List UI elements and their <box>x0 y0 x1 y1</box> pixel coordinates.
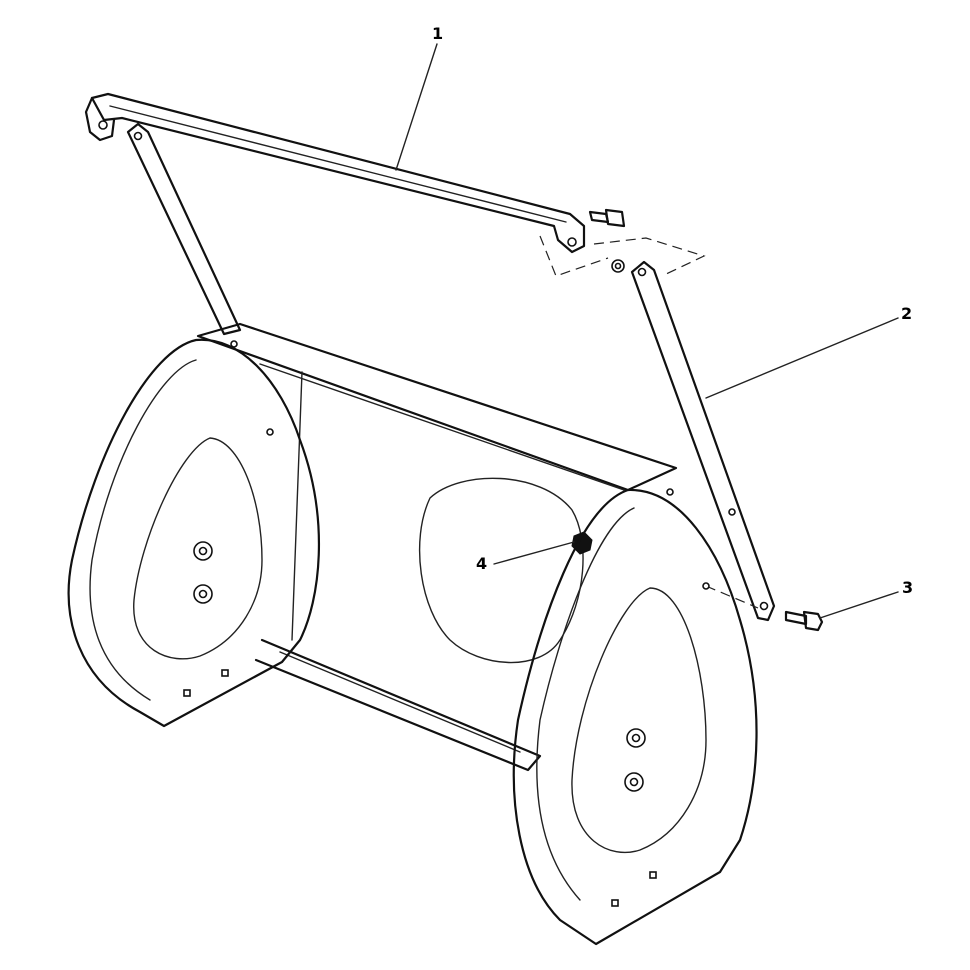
housing-frame <box>196 322 678 772</box>
callout-1: 1 <box>432 24 444 43</box>
left-side-plate <box>67 338 321 728</box>
leader-lines <box>395 43 899 619</box>
callout-2: 2 <box>901 304 913 323</box>
callout-3: 3 <box>902 578 914 597</box>
callout-4: 4 <box>476 554 488 573</box>
part-3-bolt <box>705 585 824 632</box>
right-side-plate <box>512 488 758 946</box>
part-1-handle-bar <box>84 92 586 336</box>
housing-center-opening <box>418 477 584 664</box>
upper-bolt-assembly <box>539 208 706 277</box>
part-2-brace <box>630 260 776 622</box>
